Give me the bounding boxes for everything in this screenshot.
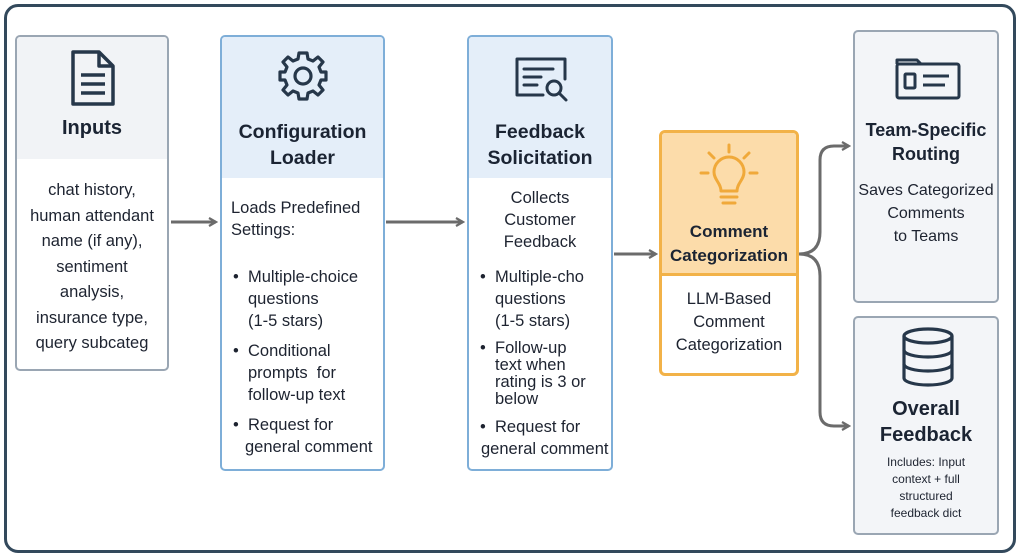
arrow-to-overall — [798, 252, 849, 426]
feedback-intro-line: Collects — [510, 189, 570, 207]
bullet-line: Multiple-cho — [495, 268, 584, 286]
bullet-line: general comment — [245, 438, 373, 456]
feedback-bullets: Multiple-cho questions (1-5 stars) Follo… — [479, 266, 611, 468]
bullet-line: questions — [248, 290, 319, 308]
config-header — [222, 37, 383, 178]
overall-body-line: structured — [899, 489, 953, 503]
inputs-line: analysis, — [59, 283, 125, 301]
feedback-intro: Collects Customer Feedback — [469, 187, 611, 253]
bullet-line: follow-up text — [248, 386, 346, 404]
feedback-bullet: Request for general comment — [479, 416, 611, 460]
bullet-line: Multiple-choice — [248, 268, 359, 286]
team-routing-card: Team-Specific Routing Saves Categorized … — [853, 30, 999, 303]
feedback-title-line: Solicitation — [487, 147, 593, 169]
feedback-solicitation-card: Feedback Solicitation Collects Customer … — [467, 35, 613, 471]
config-loader-card: Configuration Loader Loads Predefined Se… — [220, 35, 385, 471]
overall-title: Overall Feedback — [855, 396, 997, 448]
config-bullet: Multiple-choice questions (1-5 stars) — [232, 266, 381, 332]
config-title-line: Loader — [269, 147, 335, 169]
routing-title-line: Team-Specific — [865, 120, 987, 140]
inputs-line: human attendant — [30, 206, 154, 225]
categorization-body: LLM-Based Comment Categorization — [662, 288, 796, 357]
overall-feedback-card: Overall Feedback Includes: Input context… — [853, 316, 999, 535]
bullet-line: rating is 3 or — [495, 373, 586, 391]
routing-body-line: to Teams — [893, 228, 959, 245]
inputs-body: chat history, human attendant name (if a… — [17, 178, 167, 357]
config-bullet: Request for general comment — [232, 414, 381, 458]
categorization-title-line: Comment — [689, 222, 769, 241]
overall-body-line: feedback dict — [890, 506, 962, 520]
categorization-body-line: Categorization — [675, 336, 783, 354]
inputs-line: chat history, — [48, 181, 136, 199]
gear-icon — [278, 51, 328, 101]
inputs-line: query subcateg — [35, 334, 149, 352]
id-card-icon — [895, 58, 961, 100]
routing-title-line: Routing — [892, 144, 960, 164]
overall-title-line: Feedback — [879, 424, 973, 446]
feedback-bullet: Follow-up text when rating is 3 or below — [479, 340, 611, 408]
inputs-line: insurance type, — [36, 308, 148, 327]
feedback-title-line: Feedback — [495, 121, 585, 143]
bullet-line: Follow-up — [495, 339, 567, 357]
bullet-line: questions — [495, 290, 566, 308]
bullet-line: (1-5 stars) — [495, 312, 571, 330]
bullet-line: Request for — [248, 416, 334, 434]
search-document-icon — [515, 57, 568, 102]
config-title: Configuration Loader — [222, 119, 383, 171]
config-intro-line: Loads Predefined — [231, 199, 361, 217]
routing-body-line: Saves Categorized — [858, 182, 994, 199]
bullet-line: prompts for — [248, 364, 337, 382]
routing-body-line: Comments — [887, 205, 965, 222]
categorization-title-line: Categorization — [669, 246, 789, 265]
categorization-body-line: Comment — [693, 313, 765, 331]
config-intro: Loads Predefined Settings: — [231, 197, 360, 241]
bullet-line: text when — [495, 356, 566, 374]
inputs-header — [17, 37, 167, 159]
bullet-line: general comment — [481, 440, 609, 458]
comment-categorization-card: Comment Categorization LLM-Based Comment… — [659, 130, 799, 376]
categorization-body-line: LLM-Based — [686, 290, 772, 308]
feedback-title: Feedback Solicitation — [469, 119, 611, 171]
feedback-intro-line: Customer — [504, 211, 576, 229]
categorization-title: Comment Categorization — [662, 220, 796, 268]
inputs-card: Inputs chat history, human attendant nam… — [15, 35, 169, 371]
document-icon — [71, 50, 115, 106]
feedback-bullet: Multiple-cho questions (1-5 stars) — [479, 266, 611, 332]
overall-title-line: Overall — [892, 398, 960, 420]
config-bullets: Multiple-choice questions (1-5 stars) Co… — [232, 266, 381, 466]
database-icon — [902, 327, 954, 387]
bullet-line: Request for — [495, 418, 581, 436]
config-bullet: Conditional prompts for follow-up text — [232, 340, 381, 406]
config-title-line: Configuration — [238, 121, 367, 143]
config-intro-line: Settings: — [231, 221, 296, 239]
inputs-line: name (if any), — [41, 232, 143, 250]
overall-body-line: context + full — [892, 472, 960, 486]
inputs-title: Inputs — [62, 117, 122, 139]
bullet-line: Conditional — [248, 342, 331, 360]
lightbulb-icon — [699, 143, 759, 205]
inputs-line: sentiment — [56, 257, 128, 276]
overall-body: Includes: Input context + full structure… — [855, 454, 997, 522]
overall-body-line: Includes: Input — [886, 455, 966, 469]
feedback-intro-line: Feedback — [503, 233, 577, 251]
arrow-to-routing — [798, 146, 849, 256]
bullet-line: below — [495, 390, 539, 408]
routing-body: Saves Categorized Comments to Teams — [855, 179, 997, 248]
bullet-line: (1-5 stars) — [248, 312, 324, 330]
routing-title: Team-Specific Routing — [855, 118, 997, 166]
